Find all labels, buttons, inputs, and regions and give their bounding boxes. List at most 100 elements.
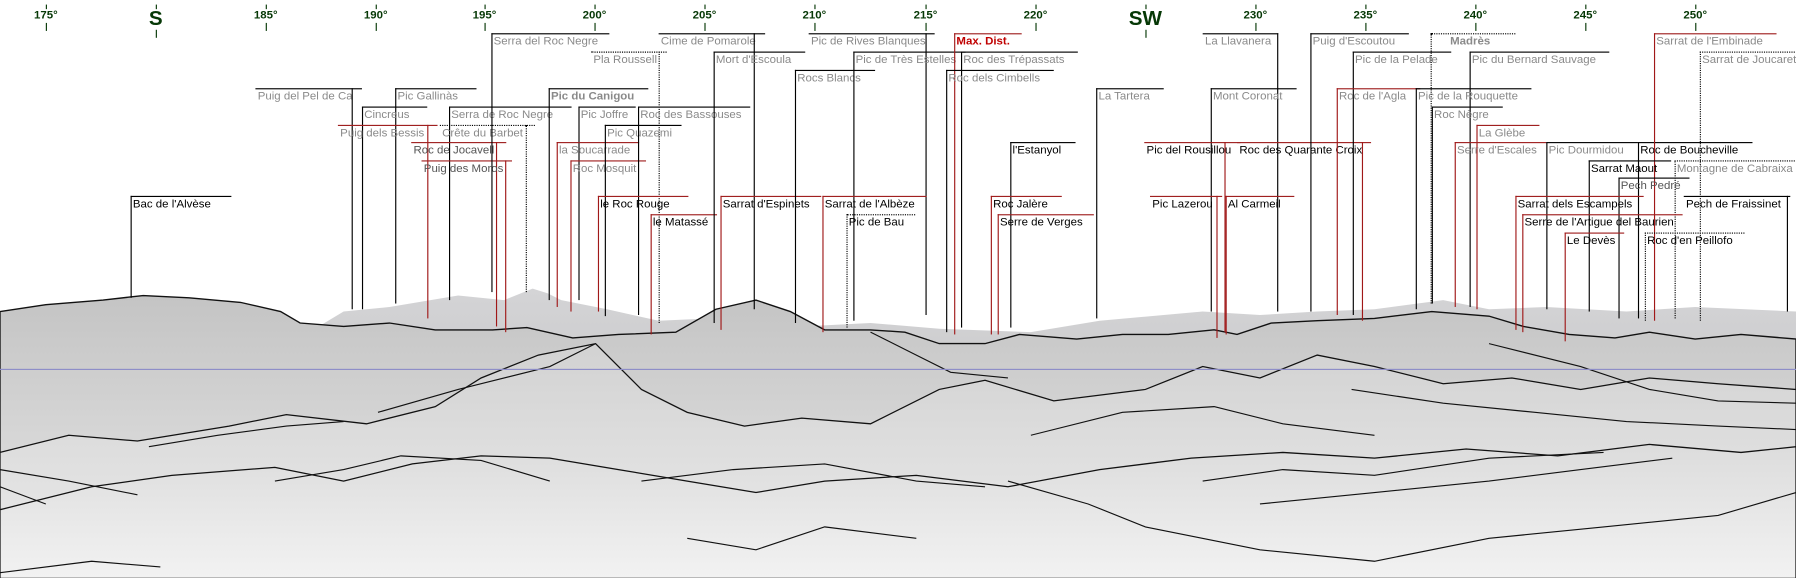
peak-label-pech-pedre[interactable]: Pech Pedré: [1620, 179, 1681, 193]
peak-label-bac-de-l-alvese[interactable]: Bac de l'Alvèse: [132, 198, 211, 211]
peak-leader-line: [794, 69, 797, 324]
compass-tick: 215°: [891, 4, 960, 31]
label-bracket: [960, 51, 1078, 53]
compass-tick-label: 175°: [33, 9, 58, 22]
peak-label-pla-roussell[interactable]: Pla Roussell: [593, 53, 657, 67]
label-bracket: [808, 33, 935, 35]
peak-label-al-carmeil[interactable]: Al Carmeil: [1227, 198, 1281, 211]
label-bracket: [395, 88, 477, 90]
peak-label-roc-dels-cimbells[interactable]: Roc dels Cimbells: [948, 72, 1041, 85]
peak-leader-line: [395, 88, 397, 304]
peak-label-pic-de-tres-estelles[interactable]: Pic de Très Estelles: [855, 53, 957, 67]
peak-leader-line: [491, 33, 493, 293]
label-bracket: [449, 106, 572, 108]
peak-label-la-soucarrade[interactable]: la Soucarrade: [558, 144, 631, 157]
peak-label-roc-de-l-agla[interactable]: Roc de l'Agla: [1338, 90, 1407, 104]
label-bracket: [946, 69, 1054, 72]
compass-tick: 235°: [1331, 4, 1400, 31]
peak-label-pic-gallinas[interactable]: Pic Gallinàs: [397, 90, 458, 104]
peak-leader-line: [427, 124, 429, 319]
peak-label-pic-joffre[interactable]: Pic Joffre: [580, 108, 629, 122]
label-bracket: [1644, 232, 1745, 234]
peak-label-rocs-blancs[interactable]: Rocs Blancs: [797, 72, 861, 85]
compass-tick: S: [121, 4, 190, 38]
peak-label-pic-du-bernard-sauvage[interactable]: Pic du Bernard Sauvage: [1471, 53, 1597, 67]
peak-label-mont-coronat[interactable]: Mont Coronat: [1212, 90, 1283, 104]
peak-label-montagne-de-cabraixa[interactable]: Montagne de Cabraixa: [1676, 162, 1793, 176]
peak-label-la-llavanera[interactable]: La Llavanera: [1204, 35, 1272, 49]
peak-label-pic-de-rives-blanques[interactable]: Pic de Rives Blanques: [810, 35, 926, 49]
peak-leader-line: [1515, 195, 1517, 330]
compass-tick-label: 200°: [582, 9, 607, 22]
peak-label-le-matasse[interactable]: le Matassé: [652, 216, 709, 230]
peak-label-sarrat-de-joucarets[interactable]: Sarrat de Joucarets: [1702, 53, 1796, 67]
peak-label-le-deves[interactable]: Le Devès: [1566, 234, 1616, 248]
peak-label-serre-de-verges[interactable]: Serre de Verges: [999, 216, 1083, 230]
peak-label-serra-de-roc-negre[interactable]: Serra de Roc Negre: [451, 108, 554, 122]
peak-label-pech-de-fraissinet[interactable]: Pech de Fraissinet: [1686, 198, 1781, 211]
peak-leader-line: [1415, 88, 1417, 310]
peak-leader-line: [449, 106, 451, 301]
peak-label-madres[interactable]: Madrès: [1450, 35, 1491, 49]
peak-label-la-tartera[interactable]: La Tartera: [1098, 90, 1150, 104]
peak-label-crete-du-barbet[interactable]: Crête du Barbet: [442, 127, 524, 140]
label-bracket: [853, 51, 966, 53]
peak-leader-line: [1637, 142, 1640, 319]
peak-label-roc-des-trepassats[interactable]: Roc des Trépassats: [963, 53, 1065, 67]
peak-label-pic-de-bau[interactable]: Pic de Bau: [848, 216, 905, 230]
label-bracket: [337, 124, 438, 126]
peak-label-puig-dels-bessis[interactable]: Puig dels Bessis: [340, 127, 425, 140]
peak-label-puig-d-escoutou[interactable]: Puig d'Escoutou: [1312, 35, 1396, 49]
peak-label-roc-jalere[interactable]: Roc Jalère: [993, 198, 1048, 211]
peak-label-pic-de-la-rouquette[interactable]: Pic de la Rouquette: [1418, 90, 1518, 104]
peak-label-serre-de-l-artigue-del-baurien[interactable]: Serre de l'Artigue del Baurien: [1524, 216, 1674, 230]
peak-label-puig-del-pel-de-ca[interactable]: Puig del Pel de Ca: [257, 90, 353, 104]
peak-label-pic-du-canigou[interactable]: Pic du Canigou: [550, 90, 635, 104]
label-bracket: [130, 195, 232, 198]
label-bracket: [591, 51, 667, 53]
label-bracket: [997, 214, 1094, 216]
compass-tick: 230°: [1221, 4, 1290, 31]
peak-label-sarrat-maout[interactable]: Sarrat Maout: [1590, 162, 1658, 176]
peak-label-pic-de-la-pelade[interactable]: Pic de la Pelade: [1355, 53, 1438, 67]
peak-label-puig-des-moros[interactable]: Puig des Moros: [423, 162, 504, 176]
peak-leader-line: [853, 51, 855, 321]
peak-label-serra-del-roc-negre[interactable]: Serra del Roc Negre: [493, 35, 599, 49]
peak-leader-line: [990, 195, 992, 335]
label-bracket: [1515, 195, 1644, 198]
peak-label-sarrat-dels-escampels[interactable]: Sarrat dels Escampels: [1517, 198, 1633, 211]
peak-label-le-roc-rouge[interactable]: le Roc Rouge: [600, 198, 670, 211]
peak-label-max-dist[interactable]: Max. Dist.: [956, 35, 1010, 49]
peak-label-pic-del-rousillou[interactable]: Pic del Rousillou: [1146, 144, 1232, 157]
label-bracket: [1674, 160, 1796, 162]
peak-label-roc-de-boucheville[interactable]: Roc de Boucheville: [1640, 144, 1739, 157]
peak-label-mort-d-escoula[interactable]: Mort d'Escoula: [715, 53, 792, 67]
peak-leader-line: [997, 214, 999, 335]
peak-label-serre-d-escales[interactable]: Serre d'Escales: [1456, 144, 1537, 157]
peak-leader-line: [1361, 142, 1364, 321]
label-bracket: [361, 106, 428, 108]
peak-label-roc-de-jocavell[interactable]: Roc de Jocavell: [413, 144, 495, 157]
compass-tick-label: SW: [1128, 6, 1163, 30]
peak-label-sarrat-d-espinets[interactable]: Sarrat d'Espinets: [722, 198, 810, 211]
peak-leader-line: [1431, 106, 1433, 304]
peak-label-pic-lazerou[interactable]: Pic Lazerou: [1152, 198, 1213, 211]
peak-label-roc-des-quarante-croix[interactable]: Roc des Quarante Croix: [1239, 144, 1363, 157]
peak-leader-line: [604, 124, 606, 317]
peak-label-sarrat-de-l-albeze[interactable]: Sarrat de l'Albèze: [824, 198, 915, 211]
peak-leader-line: [361, 106, 364, 310]
label-bracket: [1336, 88, 1421, 90]
peak-label-roc-d-en-peillofo[interactable]: Roc d'en Peillofo: [1647, 234, 1733, 248]
peak-label-cime-de-pomarole[interactable]: Cime de Pomarole: [660, 35, 756, 49]
peak-label-pic-dourmidou[interactable]: Pic Dourmidou: [1548, 144, 1624, 157]
label-bracket: [1210, 88, 1297, 90]
peak-label-roc-des-bassouses[interactable]: Roc des Bassouses: [640, 108, 742, 122]
peak-label-la-glebe[interactable]: La Glèbe: [1478, 127, 1526, 140]
peak-label-sarrat-de-l-embinade[interactable]: Sarrat de l'Embinade: [1656, 35, 1763, 49]
peak-label-roc-mosquit[interactable]: Roc Mosquit: [572, 162, 637, 176]
peak-label-pic-quazemi[interactable]: Pic Quazemi: [607, 127, 672, 140]
peak-label-cincreus[interactable]: Cincreus: [364, 108, 410, 122]
peak-label-roc-negre[interactable]: Roc Nègre: [1434, 108, 1489, 122]
peak-label-l-estanyol[interactable]: l'Estanyol: [1012, 144, 1062, 157]
